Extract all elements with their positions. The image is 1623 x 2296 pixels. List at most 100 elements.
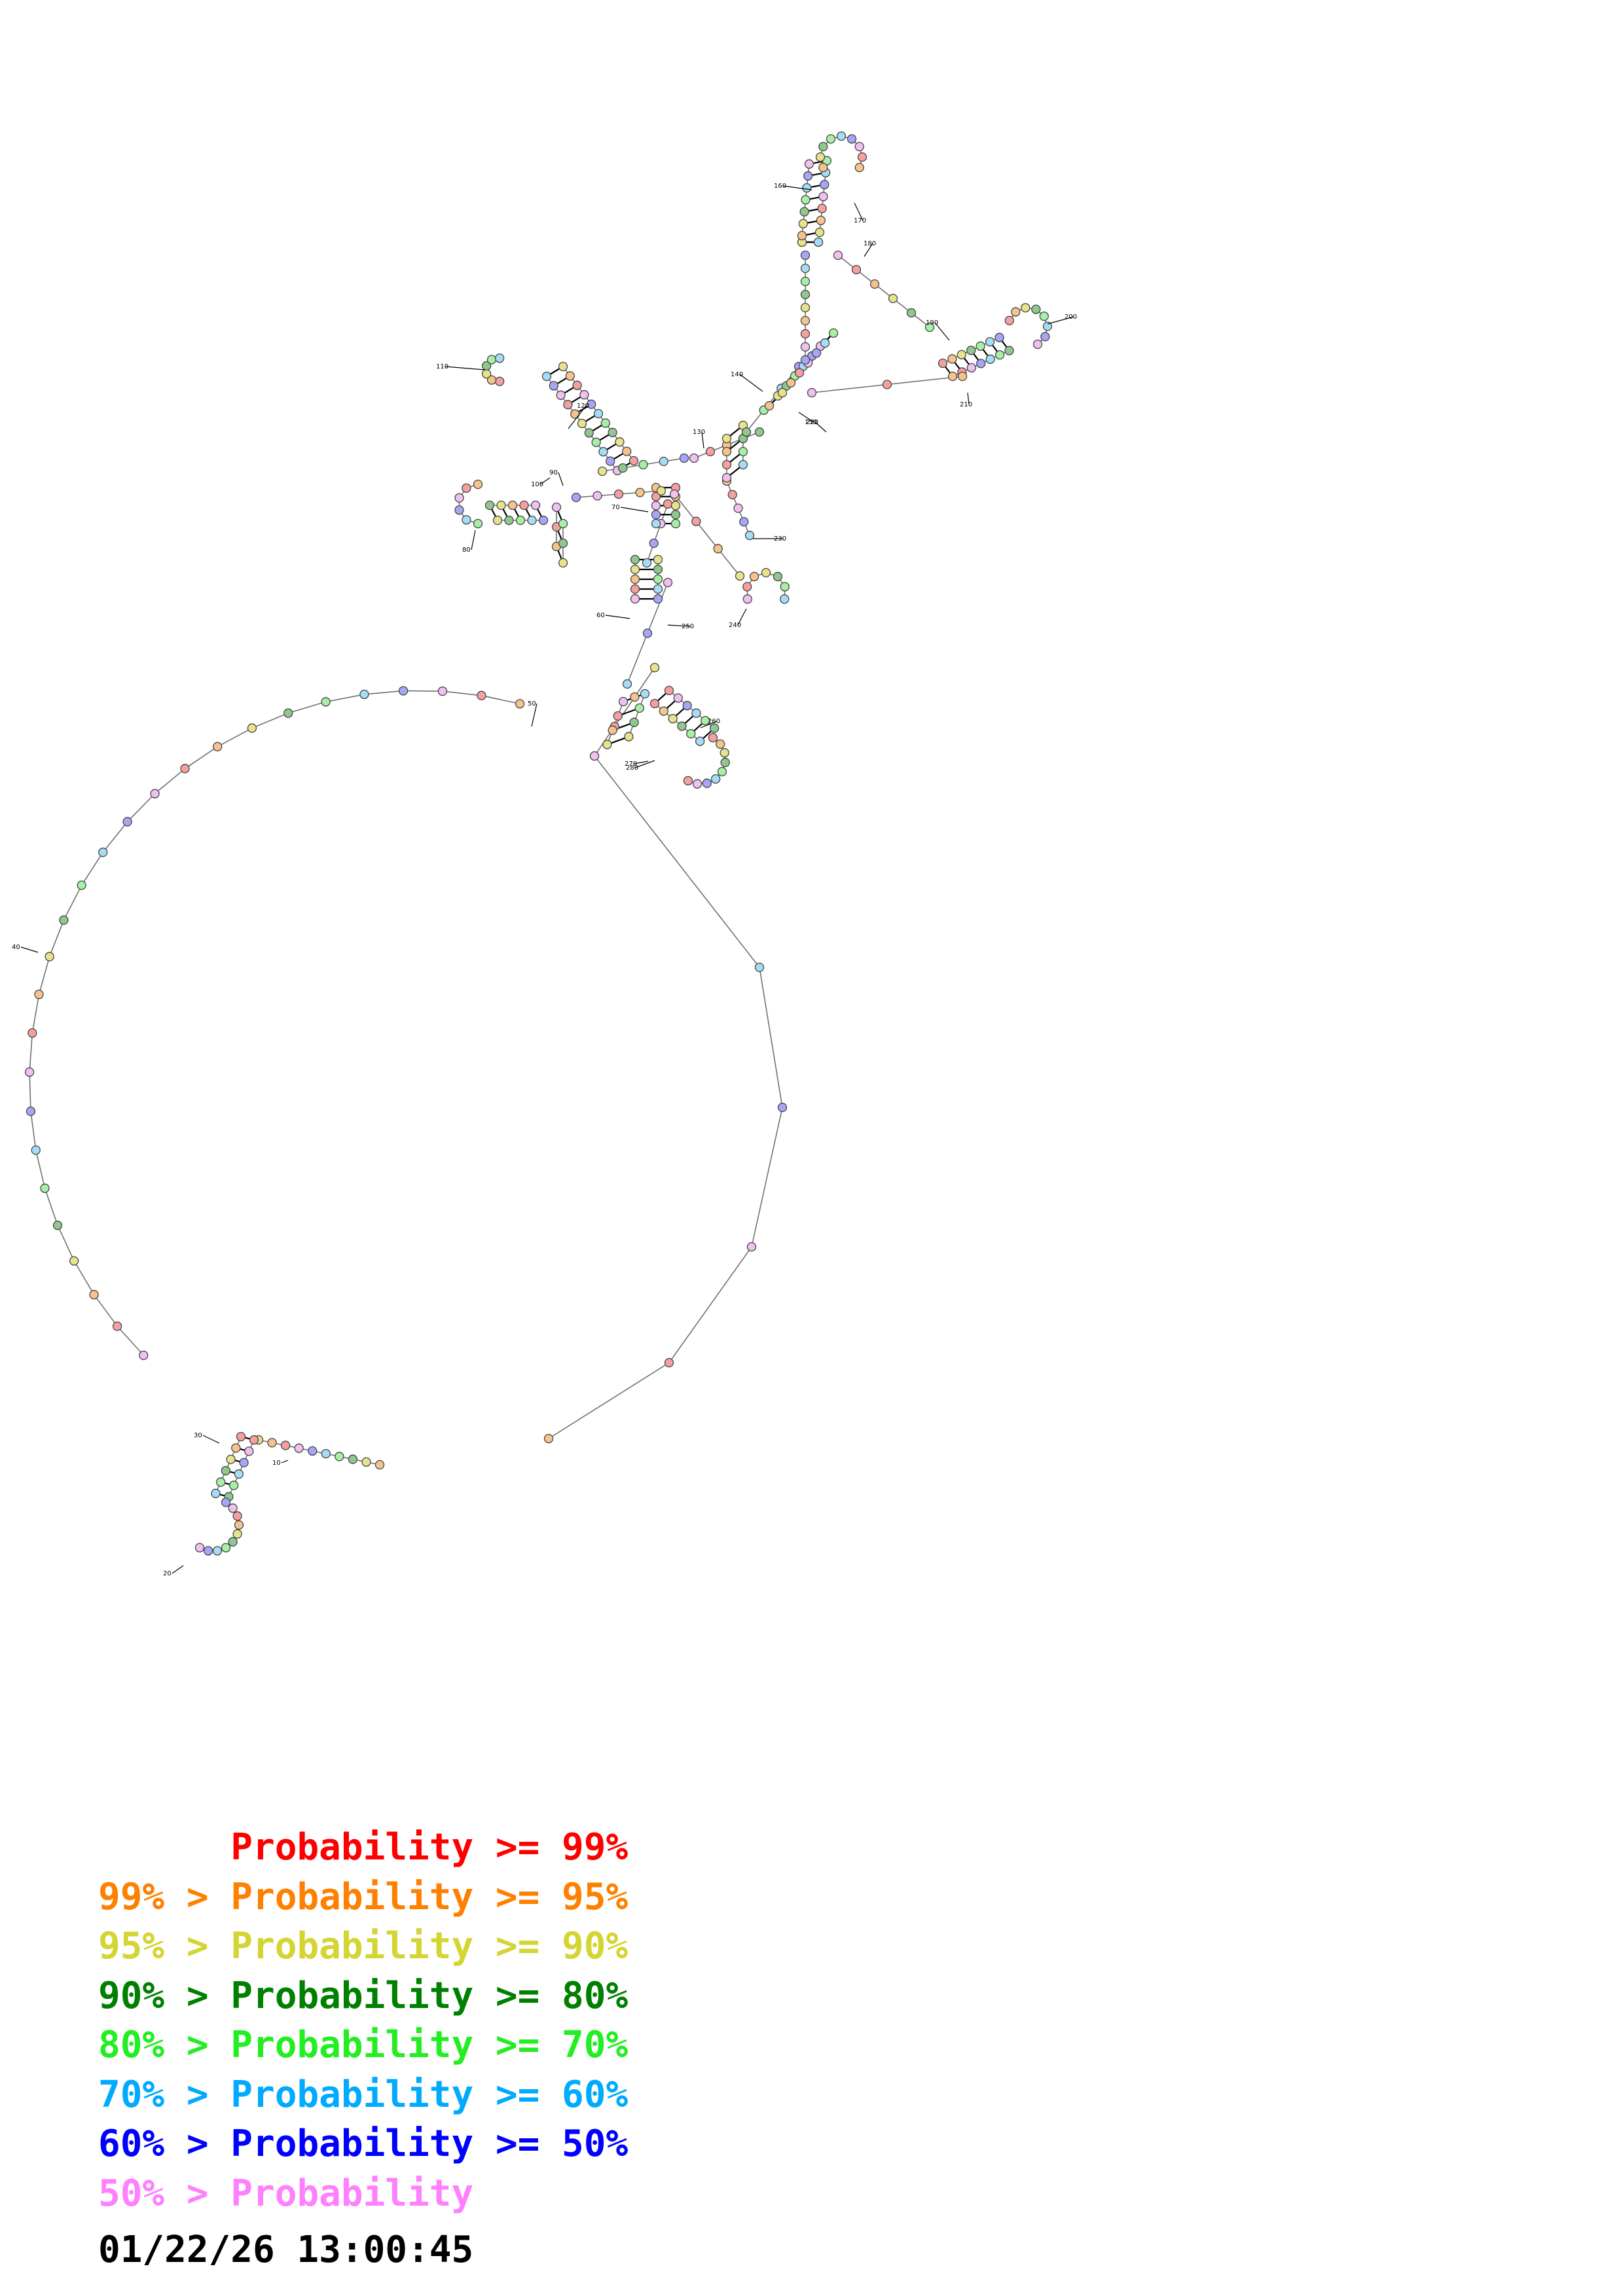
backbone-segment	[718, 548, 740, 577]
nucleotide	[1031, 304, 1041, 314]
nucleotide	[727, 490, 737, 499]
nucleotide	[398, 686, 409, 696]
legend-row-prefix: 60% >	[98, 2123, 231, 2165]
nucleotide	[597, 466, 608, 476]
index-leader	[1047, 316, 1074, 325]
legend-row-prefix: 80% >	[98, 2024, 231, 2066]
nucleotide	[348, 1454, 358, 1464]
nucleotide	[651, 518, 661, 529]
index-label: 200	[1065, 314, 1077, 321]
index-leader	[934, 322, 950, 341]
nucleotide	[244, 1446, 254, 1456]
nucleotide	[800, 329, 811, 339]
backbone-segment	[38, 956, 50, 995]
nucleotide	[938, 358, 948, 368]
backbone-segment	[811, 384, 888, 393]
nucleotide	[702, 778, 712, 788]
nucleotide	[651, 492, 661, 501]
nucleotide	[800, 263, 811, 274]
index-labels: 1020304050607080901001101201301401501601…	[12, 183, 1077, 1577]
nucleotide	[721, 473, 732, 483]
legend-row-label: Probability >= 70%	[230, 2024, 629, 2066]
nucleotide	[454, 493, 464, 503]
nucleotide	[710, 774, 721, 784]
nucleotide	[649, 538, 659, 548]
backbone-segment	[695, 521, 719, 549]
nucleotide	[659, 706, 668, 716]
index-label: 210	[960, 401, 972, 408]
index-leader	[202, 1435, 220, 1444]
nucleotide	[739, 517, 749, 527]
nucleotide	[817, 204, 827, 213]
nucleotide	[486, 375, 497, 385]
index-label: 100	[531, 481, 543, 488]
index-leader	[739, 374, 763, 392]
index-leader	[737, 608, 747, 626]
nucleotide	[780, 594, 790, 604]
nucleotide	[59, 915, 69, 925]
backbone-segment	[81, 852, 103, 886]
nucleotide	[606, 456, 615, 466]
nucleotide	[629, 717, 639, 727]
index-leader	[558, 472, 564, 486]
legend-row-prefix: 95% >	[98, 1925, 231, 1967]
index-label: 50	[528, 700, 536, 708]
nucleotide	[556, 390, 566, 400]
nucleotide	[558, 361, 568, 372]
nucleotide	[854, 162, 864, 173]
nucleotide	[504, 515, 514, 526]
nucleotide	[966, 346, 976, 355]
nucleotide	[799, 207, 809, 217]
nucleotide	[551, 502, 562, 512]
backbone-segment	[63, 885, 82, 921]
nucleotide	[139, 1350, 149, 1360]
nucleotide	[738, 446, 748, 457]
nucleotide	[589, 751, 600, 761]
nucleotide	[744, 530, 755, 541]
nucleotide	[735, 571, 745, 581]
legend-row: 60% > Probability >= 50%	[98, 2119, 628, 2169]
backbone-segment	[35, 1150, 46, 1189]
legend-row: Probability >= 99%	[98, 1823, 628, 1873]
nucleotide	[742, 582, 752, 592]
nucleotide	[579, 390, 589, 400]
nucleotide	[308, 1446, 318, 1456]
legend-row-label: Probability >= 60%	[230, 2073, 629, 2116]
nucleotide	[882, 380, 892, 389]
nucleotide	[34, 990, 44, 999]
nucleotide	[515, 515, 526, 526]
index-label: 220	[806, 419, 818, 426]
nucleotide	[622, 446, 632, 456]
index-label: 260	[708, 718, 720, 725]
legend-row: 80% > Probability >= 70%	[98, 2020, 628, 2070]
nucleotide	[52, 1221, 63, 1230]
nucleotide	[45, 952, 54, 961]
nucleotide	[530, 500, 541, 511]
nucleotide	[815, 152, 826, 162]
backbone-segment	[29, 1033, 33, 1073]
nucleotide	[473, 518, 483, 529]
nucleotide	[777, 387, 788, 398]
rna-secondary-structure: 1020304050607080901001101201301401501601…	[12, 131, 1077, 1577]
index-leader	[568, 405, 587, 429]
nucleotide	[236, 1431, 246, 1442]
nucleotide	[786, 378, 796, 387]
index-leader	[782, 185, 812, 190]
nucleotide	[1004, 315, 1014, 325]
nucleotide	[800, 289, 811, 300]
nucleotide	[649, 698, 660, 709]
backbone-segment	[31, 994, 40, 1033]
nucleotide	[717, 766, 727, 777]
nucleotide	[40, 1183, 50, 1193]
index-leader	[539, 477, 551, 485]
legend-row: 70% > Probability >= 60%	[98, 2070, 628, 2120]
nucleotide	[194, 1543, 205, 1552]
legend-row-prefix: 70% >	[98, 2073, 231, 2116]
index-leader	[667, 624, 691, 627]
nucleotide	[572, 380, 582, 390]
nucleotide	[228, 1503, 238, 1513]
legend-row: 99% > Probability >= 95%	[98, 1873, 628, 1922]
nucleotide	[613, 489, 624, 499]
nucleotide	[1040, 332, 1050, 342]
nucleotide	[985, 337, 995, 347]
